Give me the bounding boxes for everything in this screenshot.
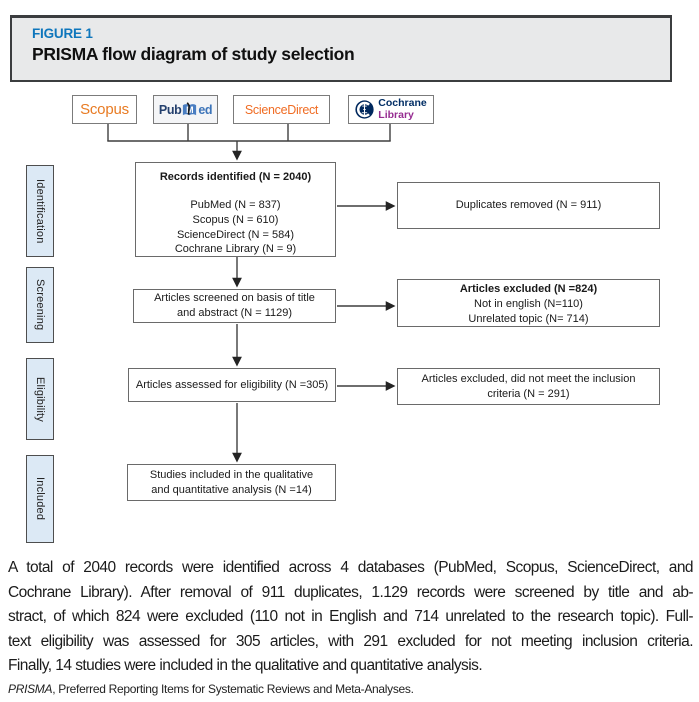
records-line-scopus: Scopus (N = 610) bbox=[192, 213, 279, 226]
scopus-logo-label: Scopus bbox=[80, 101, 129, 118]
pubmed-logo-label-pub: Pub bbox=[158, 102, 182, 117]
stage-label-included: Included bbox=[26, 455, 54, 543]
svg-text:M: M bbox=[186, 105, 193, 115]
pubmed-logo-label-ed: ed bbox=[198, 102, 213, 117]
articles-excluded-title: Articles excluded (N =824) bbox=[459, 283, 598, 295]
cochrane-logo-label: Cochrane Library bbox=[378, 97, 427, 121]
caption-line: A total of 2040 records were identified … bbox=[8, 559, 694, 576]
caption-line: stract, of which 824 were excluded (110 … bbox=[8, 608, 694, 626]
stage-label-screening: Screening bbox=[26, 267, 54, 343]
stage-label-eligibility: Eligibility bbox=[26, 358, 54, 440]
footnote-abbr: PRISMA bbox=[8, 682, 53, 696]
stage-label-identification: Identification bbox=[26, 165, 54, 257]
studies-included-box: Studies included in the qualitative and … bbox=[127, 464, 336, 501]
figure-title: PRISMA flow diagram of study selection bbox=[32, 44, 355, 64]
articles-assessed-box: Articles assessed for eligibility (N =30… bbox=[128, 368, 336, 402]
articles-excluded-screening-box: Articles excluded (N =824) Not in englis… bbox=[397, 279, 660, 327]
caption-line: Cochrane Library). After removal of 911 … bbox=[8, 583, 694, 601]
pubmed-book-icon: M bbox=[183, 101, 197, 115]
sciencedirect-logo-label: ScienceDirect bbox=[244, 102, 319, 117]
records-line-sciencedirect: ScienceDirect (N = 584) bbox=[176, 228, 295, 241]
figure-header: FIGURE 1 PRISMA flow diagram of study se… bbox=[10, 15, 672, 82]
sciencedirect-logo: ScienceDirect bbox=[233, 95, 330, 124]
flow-connectors bbox=[107, 124, 396, 463]
records-identified-title: Records identified (N = 2040) bbox=[159, 171, 312, 183]
footnote-text: , Preferred Reporting Items for Systemat… bbox=[52, 682, 414, 696]
records-line-pubmed: PubMed (N = 837) bbox=[190, 198, 281, 211]
figure-number-label: FIGURE 1 bbox=[32, 26, 93, 41]
duplicates-removed-box: Duplicates removed (N = 911) bbox=[397, 182, 660, 229]
excluded-line-english: Not in english (N=110) bbox=[474, 297, 583, 310]
excluded-line-unrelated: Unrelated topic (N= 714) bbox=[468, 312, 589, 325]
articles-screened-box: Articles screened on basis of title and … bbox=[133, 289, 336, 323]
pubmed-logo: Pub M ed bbox=[153, 95, 218, 124]
abbreviation-footnote: PRISMA, Preferred Reporting Items for Sy… bbox=[8, 682, 414, 696]
figure-caption: A total of 2040 records were identified … bbox=[8, 556, 694, 679]
records-identified-box: Records identified (N = 2040) PubMed (N … bbox=[135, 162, 336, 257]
caption-line: Finally, 14 studies were included in the… bbox=[8, 657, 483, 675]
caption-line: text eligibility was assessed for 305 ar… bbox=[8, 632, 694, 650]
records-line-cochrane: Cochrane Library (N = 9) bbox=[174, 243, 297, 256]
scopus-logo: Scopus bbox=[72, 95, 137, 124]
articles-excluded-eligibility-box: Articles excluded, did not meet the incl… bbox=[397, 368, 660, 405]
cochrane-logo-icon bbox=[355, 100, 374, 119]
cochrane-logo: Cochrane Library bbox=[348, 95, 434, 124]
